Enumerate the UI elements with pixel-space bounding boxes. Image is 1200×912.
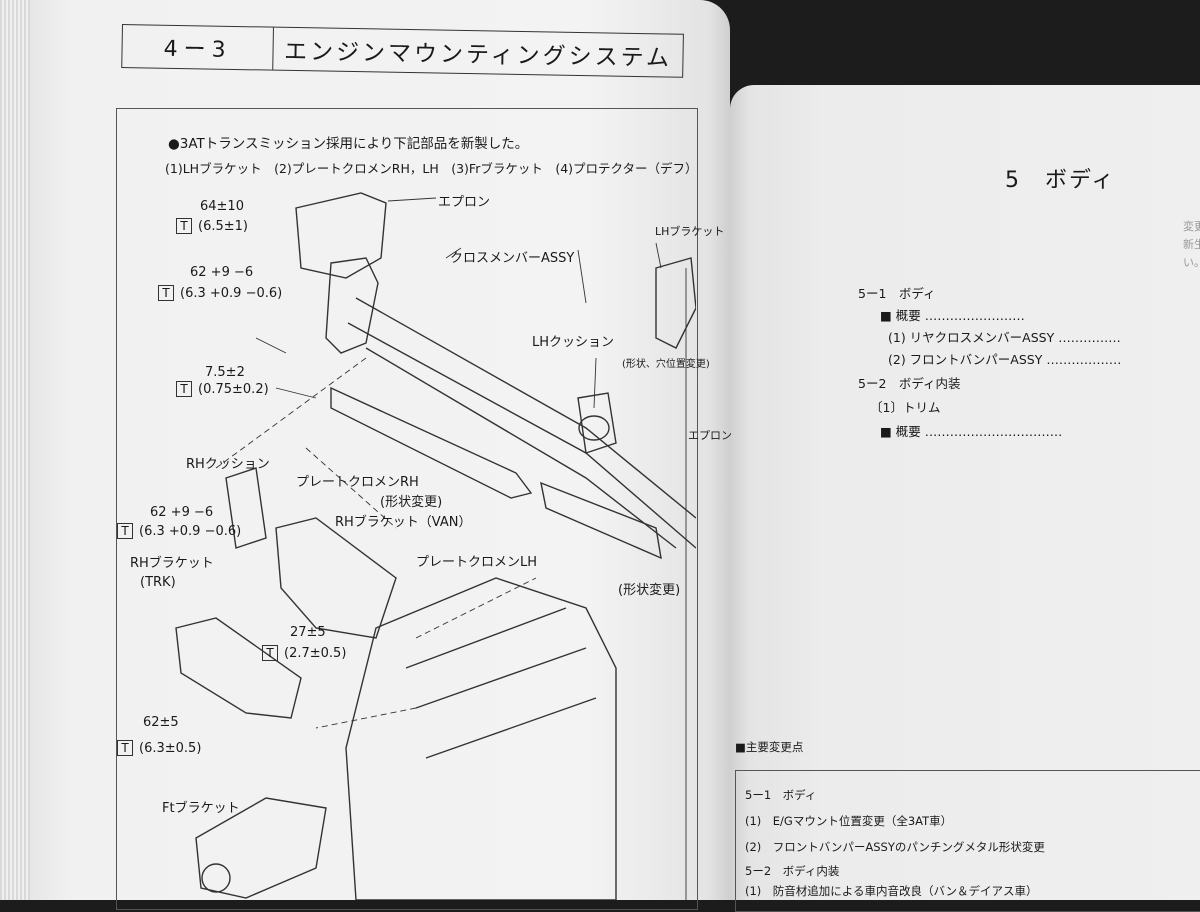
- summary-heading: ■主要変更点: [735, 740, 804, 754]
- torque-mark: T: [262, 645, 278, 661]
- torque-3: T (0.75±0.2): [176, 381, 269, 397]
- label-plate-lh: プレートクロメンLH: [416, 555, 538, 570]
- engine-mount-diagram: [175, 192, 696, 900]
- lh-cushion-part: [578, 415, 610, 441]
- parts-list: (1)LHブラケット (2)プレートクロメンRH，LH (3)Frブラケット (…: [165, 161, 698, 176]
- toc-item-0: 5ー1 ボディ: [858, 286, 936, 301]
- torque-6: T (6.3±0.5): [117, 740, 201, 756]
- torque-2-kgm: (6.3 +0.9 −0.6): [180, 286, 283, 301]
- label-rh-cushion: RHクッション: [186, 457, 270, 472]
- plate-lh-part: [540, 481, 662, 560]
- intro-text: ●3ATトランスミッション採用により下記部品を新製した。: [168, 136, 529, 152]
- right-page: [730, 85, 1200, 900]
- label-shape-change-1: (形状変更): [380, 495, 443, 510]
- rh-cushion-part: [225, 467, 267, 549]
- torque-mark: T: [158, 285, 174, 301]
- label-shape-change-hole: (形状、穴位置変更): [622, 359, 710, 370]
- torque-6-nm: 62±5: [143, 715, 179, 730]
- torque-3-kgm: (0.75±0.2): [198, 382, 269, 397]
- apron-top-part: [295, 192, 387, 279]
- torque-2-nm: 62 +9 −6: [190, 265, 254, 280]
- rh-bracket-trk-part: [175, 617, 302, 719]
- torque-5-nm: 27±5: [290, 625, 326, 640]
- torque-5: T (2.7±0.5): [262, 645, 346, 661]
- torque-4-kgm: (6.3 +0.9 −0.6): [139, 524, 242, 539]
- side-text-2: 新生: [1183, 238, 1200, 251]
- rh-bracket-van-part: [275, 517, 397, 639]
- side-text-3: い。: [1183, 256, 1200, 269]
- torque-3-nm: 7.5±2: [205, 365, 245, 380]
- crossmember-part: [347, 297, 696, 549]
- torque-mark: T: [176, 218, 192, 234]
- torque-4-nm: 62 +9 −6: [150, 505, 214, 520]
- torque-mark: T: [176, 381, 192, 397]
- plate-rh-part: [330, 386, 533, 499]
- label-rh-bracket-trk: RHブラケット: [130, 556, 214, 571]
- label-fr-bracket: Ftブラケット: [162, 801, 240, 816]
- torque-2: T (6.3 +0.9 −0.6): [158, 285, 282, 301]
- toc-item-3: (2) フロントバンパーASSY ………………: [888, 352, 1122, 367]
- summary-item-0: 5ー1 ボディ: [745, 788, 817, 802]
- toc-item-4: 5ー2 ボディ内装: [858, 376, 961, 391]
- fr-bracket-part: [195, 797, 327, 899]
- engine-block: [345, 577, 617, 900]
- summary-item-4: (1) 防音材追加による車内音改良（バン＆デイアス車）: [745, 884, 1038, 898]
- torque-mark: T: [117, 523, 133, 539]
- toc-item-5: 〔1〕トリム: [870, 400, 941, 415]
- torque-4: T (6.3 +0.9 −0.6): [117, 523, 241, 539]
- torque-5-kgm: (2.7±0.5): [284, 646, 347, 661]
- section-title: エンジンマウンティングシステム: [283, 38, 673, 72]
- left-mount-bracket: [325, 257, 379, 354]
- summary-item-1: (1) E/Gマウント位置変更（全3AT車）: [745, 814, 953, 828]
- torque-6-kgm: (6.3±0.5): [139, 741, 202, 756]
- label-crossmember: クロスメンバーASSY: [450, 251, 575, 266]
- lh-bracket-part: [655, 257, 696, 349]
- toc-item-6: ■ 概要 ……………………………: [880, 424, 1063, 439]
- side-text-1: 変更: [1183, 220, 1200, 233]
- label-apron-top: エプロン: [438, 195, 491, 210]
- torque-mark: T: [117, 740, 133, 756]
- label-trk: (TRK): [140, 575, 176, 590]
- label-apron-right: エプロン: [688, 429, 732, 442]
- label-lh-cushion: LHクッション: [532, 335, 615, 350]
- label-rh-bracket-van: RHブラケット（VAN）: [335, 515, 472, 530]
- label-plate-rh: プレートクロメンRH: [296, 475, 419, 490]
- toc-item-1: ■ 概要 ……………………: [880, 308, 1025, 323]
- torque-1-nm: 64±10: [200, 199, 244, 214]
- section-number: 4ー3: [122, 25, 274, 70]
- torque-1-kgm: (6.5±1): [198, 219, 248, 234]
- toc-item-2: (1) リヤクロスメンバーASSY ……………: [888, 330, 1121, 345]
- chapter-title: 5 ボディ: [1005, 168, 1116, 193]
- torque-1: T (6.5±1): [176, 218, 248, 234]
- label-lh-bracket: LHブラケット: [655, 225, 725, 238]
- label-shape-change-2: (形状変更): [618, 583, 681, 598]
- summary-item-3: 5ー2 ボディ内装: [745, 864, 840, 878]
- summary-item-2: (2) フロントバンパーASSYのパンチングメタル形状変更: [745, 840, 1045, 854]
